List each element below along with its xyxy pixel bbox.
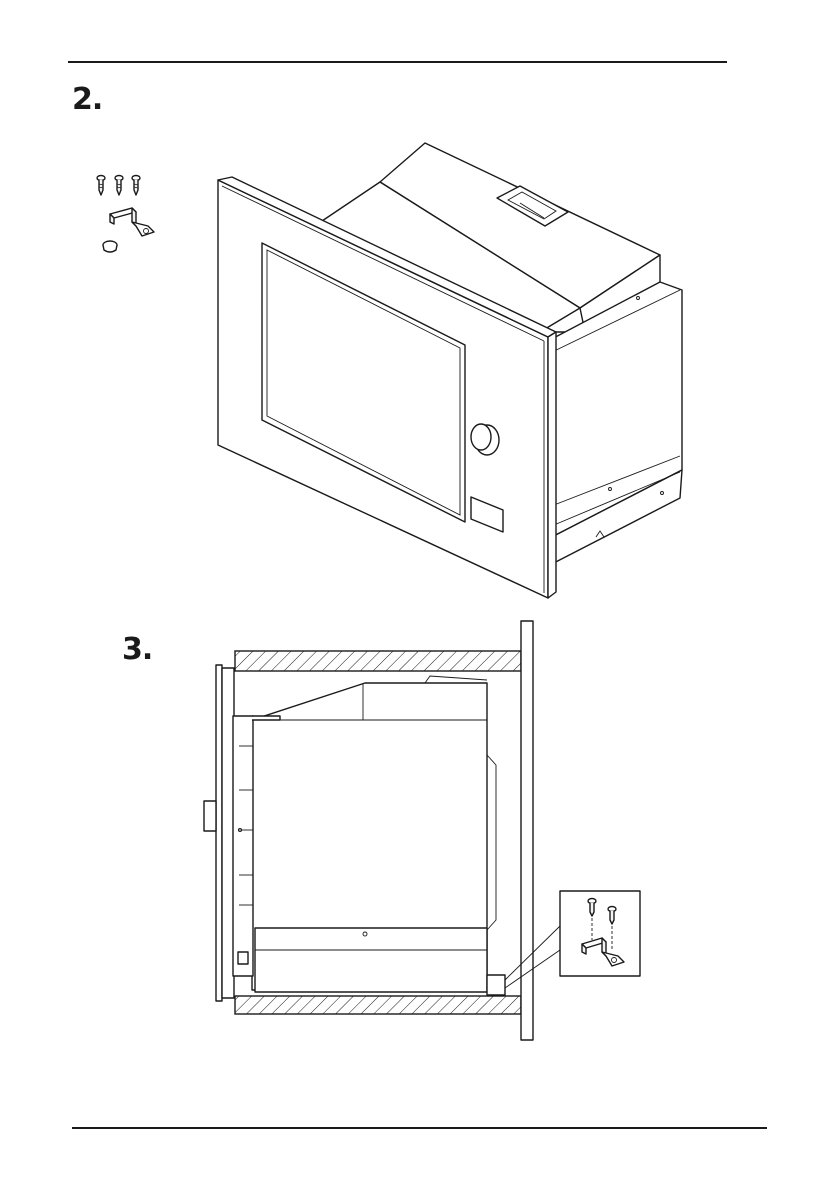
bracket-screw-detail-icon bbox=[560, 891, 640, 976]
microwave-cabinet-side-section bbox=[204, 621, 560, 1040]
